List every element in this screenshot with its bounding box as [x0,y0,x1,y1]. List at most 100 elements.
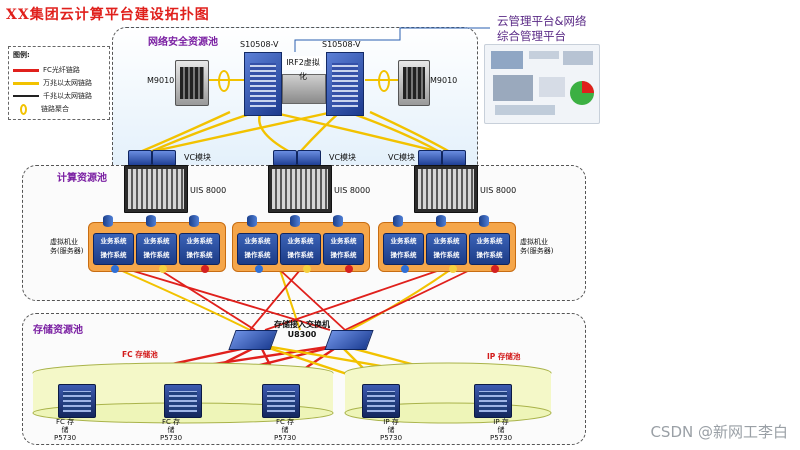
fc-storage-unit-2 [164,384,202,418]
linux-icon [303,265,311,273]
vm-card: 业务系统操作系统 [280,233,321,265]
compute-to-switch-10g [119,269,451,336]
irf-label: IRF2虚拟化 [283,56,323,81]
vc-label-2: VC模块 [329,153,357,162]
vm-left-label: 虚拟机业务(服务器) [50,238,84,255]
uis-label-3: UIS 8000 [480,186,517,195]
fc-line-swatch [13,68,39,72]
linux-icon [159,265,167,273]
vc-module-icon [128,150,152,166]
ip-storage-unit-2 [474,384,512,418]
vm-card: 业务系统操作系统 [323,233,364,265]
database-icon [189,215,199,227]
firewall-left [175,60,209,106]
cloud-mgmt-label: 云管理平台&网络 综合管理平台 [497,14,586,44]
vc-module-icon [273,150,297,166]
irf-virtual-chassis [282,74,326,104]
redhat-icon [345,265,353,273]
fc-pool-label: FC 存储池 [122,350,158,359]
uis-blade-enclosure-3 [414,165,478,213]
storage-switch-left [228,330,278,350]
uis-label-2: UIS 8000 [334,186,371,195]
vc-module-icon [152,150,176,166]
firewall-right [398,60,430,106]
legend-label: 链路聚合 [41,105,69,113]
legend-label: 万兆以太网链路 [43,79,92,87]
legend-label: FC光纤链路 [43,66,80,74]
uis-blade-enclosure-1 [124,165,188,213]
fc-storage-unit-3 [262,384,300,418]
database-icon [393,215,403,227]
diagram-title: XX集团云计算平台建设拓扑图 [6,7,210,23]
watermark: CSDN @新网工李白 [650,423,788,441]
vm-card: 业务系统操作系统 [426,233,467,265]
legend-title: 图例: [13,51,30,59]
cloud-mgmt-line2: 综合管理平台 [497,29,566,43]
windows-icon [401,265,409,273]
network-zone-label: 网络安全资源池 [148,37,218,48]
mgmt-link [294,27,490,52]
windows-icon [111,265,119,273]
vm-card: 业务系统操作系统 [469,233,510,265]
vm-group-2: 业务系统操作系统 业务系统操作系统 业务系统操作系统 [232,215,370,273]
legend-item-10g: 万兆以太网链路 [13,78,92,88]
database-icon [333,215,343,227]
firewall-left-label: M9010 [147,76,175,85]
vm-right-label: 虚拟机业务(服务器) [520,238,554,255]
vm-card: 业务系统操作系统 [136,233,177,265]
vm-group-3: 业务系统操作系统 业务系统操作系统 业务系统操作系统 [378,215,516,273]
vc-module-icon [442,150,466,166]
core-switch-right-label: S10508-V [322,40,361,49]
ip-pool-label: IP 存储池 [487,352,521,361]
compute-to-switch-fc [129,269,471,331]
link-aggregation-icon [218,70,230,92]
10g-line-swatch [13,81,39,85]
cloud-mgmt-line1: 云管理平台&网络 [497,14,587,28]
core-switch-left [244,52,282,116]
core-switch-right [326,52,364,116]
database-icon [290,215,300,227]
redhat-icon [201,265,209,273]
redhat-icon [491,265,499,273]
core-switch-left-label: S10508-V [240,40,279,49]
link-aggregation-icon [20,103,27,115]
link-aggregation-icon [378,70,390,92]
vc-label-3: VC模块 [388,153,416,162]
compute-zone-label: 计算资源池 [57,173,107,184]
vm-card: 业务系统操作系统 [237,233,278,265]
vc-module-icon [297,150,321,166]
legend: 图例: FC光纤链路 万兆以太网链路 千兆以太网链路 链路聚合 [8,46,110,120]
database-icon [479,215,489,227]
vm-card: 业务系统操作系统 [93,233,134,265]
storage-switch-right [324,330,374,350]
database-icon [247,215,257,227]
vc-module-icon [418,150,442,166]
legend-item-aggregation: 链路聚合 [13,103,69,115]
uis-label-1: UIS 8000 [190,186,227,195]
uis-blade-enclosure-2 [268,165,332,213]
legend-label: 千兆以太网链路 [43,92,92,100]
database-icon [103,215,113,227]
database-icon [146,215,156,227]
vm-group-1: 业务系统操作系统 业务系统操作系统 业务系统操作系统 [88,215,226,273]
vc-label-1: VC模块 [184,153,212,162]
1g-line-swatch [13,95,39,97]
mgmt-dashboard-screenshot [484,44,600,124]
core-to-vc-links [139,108,451,154]
legend-item-fc: FC光纤链路 [13,65,80,75]
linux-icon [449,265,457,273]
firewall-right-label: M9010 [430,76,458,85]
storage-zone-label: 存储资源池 [33,325,83,336]
database-icon [436,215,446,227]
vm-card: 业务系统操作系统 [179,233,220,265]
windows-icon [255,265,263,273]
dashboard-image-icon [491,51,594,115]
vm-card: 业务系统操作系统 [383,233,424,265]
legend-item-1g: 千兆以太网链路 [13,91,92,101]
